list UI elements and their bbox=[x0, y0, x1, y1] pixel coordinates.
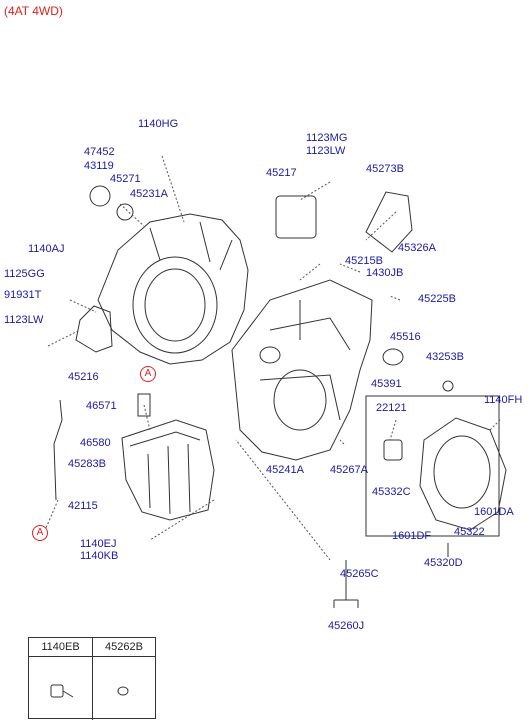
o-ring-icon bbox=[117, 686, 129, 696]
part-label-1601DF: 1601DF bbox=[392, 530, 432, 542]
part-label-45273B: 45273B bbox=[366, 163, 404, 175]
part-label-45260J: 45260J bbox=[328, 620, 365, 632]
connection-marker-a-bottom: A bbox=[32, 525, 48, 541]
part-label-45322: 45322 bbox=[454, 526, 485, 538]
part-label-1123LW-top: 1123LW bbox=[306, 145, 346, 157]
part-label-45516: 45516 bbox=[390, 331, 421, 343]
part-label-1140EJ: 1140EJ bbox=[80, 538, 117, 550]
transfer-case-housing bbox=[97, 213, 249, 365]
variant-header: (4AT 4WD) bbox=[4, 4, 63, 18]
side-cover bbox=[419, 417, 507, 531]
part-label-45320D: 45320D bbox=[424, 557, 463, 569]
part-label-45217: 45217 bbox=[266, 167, 297, 179]
part-label-45215B: 45215B bbox=[345, 255, 383, 267]
connection-marker-a-top: A bbox=[140, 366, 156, 382]
part-label-1125GG: 1125GG bbox=[4, 268, 45, 280]
bolt-icon bbox=[50, 684, 74, 698]
part-label-43253B: 43253B bbox=[426, 351, 464, 363]
cover-group-frame bbox=[365, 395, 500, 537]
part-label-43119: 43119 bbox=[84, 160, 114, 172]
part-label-45225B: 45225B bbox=[418, 293, 456, 305]
legend-table: 1140EB 45262B bbox=[28, 637, 156, 720]
legend-header-2: 45262B bbox=[92, 638, 156, 657]
part-label-45271: 45271 bbox=[110, 173, 141, 185]
legend-cell-2: 45262B bbox=[92, 638, 156, 720]
part-label-1123MG: 1123MG bbox=[306, 132, 348, 144]
part-label-91931T: 91931T bbox=[4, 289, 42, 301]
part-label-45332C: 45332C bbox=[372, 486, 411, 498]
part-label-1140HG: 1140HG bbox=[138, 118, 179, 130]
legend-header-1: 1140EB bbox=[29, 638, 92, 657]
part-label-1140FH: 1140FH bbox=[484, 394, 523, 406]
part-label-45283B: 45283B bbox=[68, 458, 106, 470]
part-label-45326A: 45326A bbox=[398, 242, 436, 254]
part-label-47452: 47452 bbox=[84, 146, 115, 158]
part-label-45267A: 45267A bbox=[330, 464, 368, 476]
part-label-46571: 46571 bbox=[86, 400, 117, 412]
legend-cell-1: 1140EB bbox=[29, 638, 93, 720]
part-label-42115: 42115 bbox=[68, 500, 98, 512]
oil-pan bbox=[121, 419, 215, 521]
part-label-45241A: 45241A bbox=[266, 464, 304, 476]
part-label-1601DA: 1601DA bbox=[474, 506, 514, 518]
part-label-1140KB: 1140KB bbox=[80, 550, 119, 562]
part-label-45216: 45216 bbox=[68, 371, 99, 383]
part-label-45265C: 45265C bbox=[340, 568, 379, 580]
transmission-case bbox=[231, 279, 373, 461]
part-label-45231A: 45231A bbox=[130, 188, 168, 200]
part-label-1430JB: 1430JB bbox=[366, 267, 404, 279]
part-label-46580: 46580 bbox=[80, 437, 111, 449]
part-label-1140AJ: 1140AJ bbox=[28, 243, 65, 255]
part-label-22121: 22121 bbox=[376, 402, 407, 414]
part-label-45391: 45391 bbox=[371, 378, 402, 390]
part-label-1123LW-left: 1123LW bbox=[4, 314, 44, 326]
